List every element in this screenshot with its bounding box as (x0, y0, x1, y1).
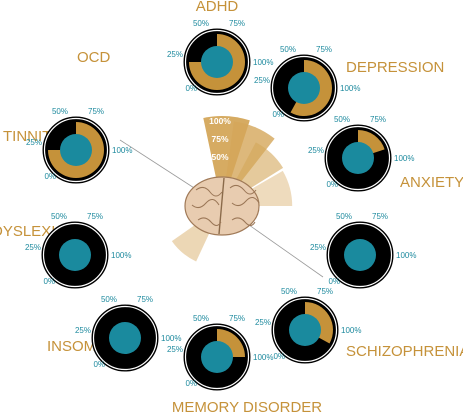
gauge-tick-label: 100% (161, 334, 181, 343)
gauge-tick-label: 0% (93, 360, 105, 369)
brain-icon (184, 176, 260, 236)
gauge-tick-label: 0% (273, 352, 285, 361)
gauge-label-depression: DEPRESSION (346, 59, 444, 76)
gauge-tick-label: 50% (52, 107, 68, 116)
gauge-label-memory-disorder: MEMORY DISORDER (172, 399, 322, 414)
gauge-label-ocd: OCD (77, 49, 111, 66)
gauge-tick-label: 100% (112, 146, 132, 155)
gauge-tinnitus: 0%25%50%75%100%TINNITUS (3, 128, 131, 289)
gauge-center (59, 239, 91, 271)
gauge-tick-label: 50% (280, 45, 296, 54)
gauge-adhd: 0% 25% 50% 75% 100% ADHD (167, 0, 273, 96)
radial-tick-label: 100% (209, 116, 231, 126)
gauge-center (60, 134, 92, 166)
gauge-tick-label: 50% (193, 314, 209, 323)
gauge-tick-label: 0% (43, 277, 55, 286)
gauge-center (201, 46, 233, 78)
gauge-anxiety: 0% 25% 50% 75% 100% ANXIETY (308, 115, 463, 192)
gauge-tick-label: 25% (167, 50, 183, 59)
gauge-tick-label: 0% (185, 84, 197, 93)
gauge-tick-label: 75% (370, 115, 386, 124)
gauge-tick-label: 100% (394, 154, 414, 163)
gauge-dyslexia: 0%25%50%75%100%DYSLEXIA (0, 223, 181, 372)
gauge-tick-label: 25% (254, 76, 270, 85)
brain-gyrus (231, 197, 260, 207)
brain-gyrus (229, 184, 257, 195)
gauge-schizophrenia: 0% 25% 50% 75% 100% SCHIZOPHRENIA (310, 212, 463, 360)
gauge-tick-label: 75% (372, 212, 388, 221)
gauge-ring (325, 125, 391, 191)
gauge-label-schizophrenia: SCHIZOPHRENIA (346, 343, 463, 360)
gauge-tick-label: 75% (317, 287, 333, 296)
gauge-memory-disorder: 0% 25% 50% 75% 100% MEMORY DISORDER (172, 287, 362, 414)
gauge-ring (184, 324, 250, 390)
gauge-tick-label: 100% (253, 58, 273, 67)
gauge-tick-label: 75% (87, 212, 103, 221)
gauge-center (342, 142, 374, 174)
gauge-ring (43, 117, 109, 183)
gauge-tick-label: 100% (396, 251, 416, 260)
gauge-tick-label: 75% (88, 107, 104, 116)
brain-gyrus (191, 199, 220, 209)
gauge-ring (42, 222, 108, 288)
gauge-tick-label: 25% (75, 326, 91, 335)
gauge-tick-label: 50% (336, 212, 352, 221)
gauge-tick-label: 75% (229, 19, 245, 28)
gauge-tick-label: 75% (229, 314, 245, 323)
brain-gyrus (195, 186, 223, 197)
gauge-tick-label: 50% (334, 115, 350, 124)
gauge-tick-label: 100% (341, 326, 361, 335)
gauge-ring (327, 222, 393, 288)
gauge-tick-label: 0% (44, 172, 56, 181)
gauge-tick-label: 25% (26, 138, 42, 147)
gauge-tick-label: 25% (25, 243, 41, 252)
gauge-center (109, 322, 141, 354)
gauge-tick-label: 100% (253, 353, 273, 362)
gauge-tick-label: 0% (272, 110, 284, 119)
gauge-tick-label: 75% (137, 295, 153, 304)
gauge-tick-label: 50% (51, 212, 67, 221)
gauge-ocd: 0% 25% 50% 75% 100% OCD (26, 49, 132, 184)
gauge-tick-label: 75% (316, 45, 332, 54)
gauge-ring (92, 305, 158, 371)
gauge-tick-label: 25% (167, 345, 183, 354)
gauge-tick-label: 50% (101, 295, 117, 304)
gauge-center (288, 72, 320, 104)
gauge-center (344, 239, 376, 271)
gauge-tick-label: 25% (308, 146, 324, 155)
brain-gyrus (197, 217, 222, 226)
gauge-ring (271, 55, 337, 121)
gauge-tick-label: 100% (111, 251, 131, 260)
gauge-insomnia: 0%25%50%75%100%INSOMNIA (47, 314, 273, 391)
radial-tick-label: 50% (211, 152, 228, 162)
gauge-tick-label: 0% (185, 379, 197, 388)
gauge-label-anxiety: ANXIETY (400, 174, 463, 191)
gauge-center (289, 314, 321, 346)
gauge-tick-label: 100% (340, 84, 360, 93)
gauge-tick-label: 0% (326, 180, 338, 189)
gauge-tick-label: 50% (281, 287, 297, 296)
brain-fissure (218, 177, 225, 235)
gauge-tick-label: 0% (328, 277, 340, 286)
brain-gyrus (231, 217, 256, 226)
gauge-ring (272, 297, 338, 363)
gauge-ring (184, 29, 250, 95)
gauge-tick-label: 50% (193, 19, 209, 28)
gauge-label-adhd: ADHD (196, 0, 239, 15)
gauge-tick-label: 25% (255, 318, 271, 327)
radial-ticks: 50% 75% 100% (209, 116, 231, 162)
gauge-tick-label: 25% (310, 243, 326, 252)
gauge-center (201, 341, 233, 373)
gauge-depression: 0% 25% 50% 75% 100% DEPRESSION (254, 45, 444, 122)
radial-tick-label: 75% (211, 134, 228, 144)
